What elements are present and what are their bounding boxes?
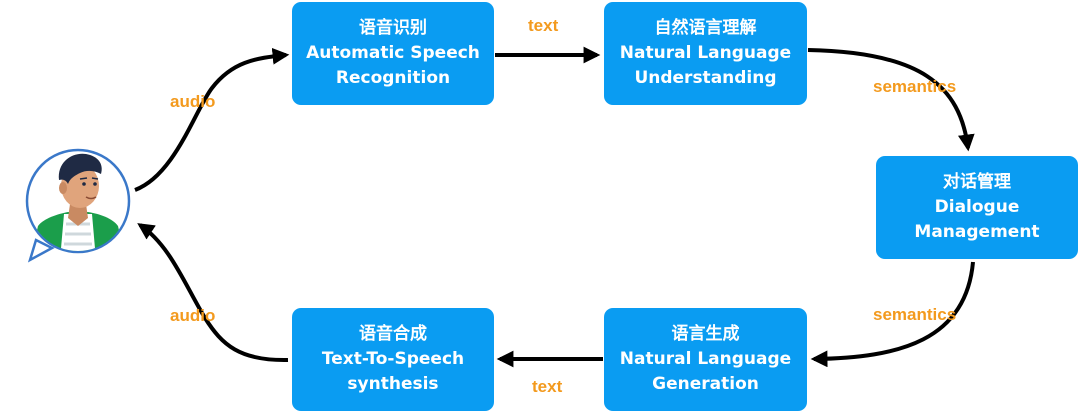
label-semantics-bottom: semantics — [873, 305, 956, 325]
nlg-title-en-line2: Generation — [652, 372, 759, 397]
dm-title-zh: 对话管理 — [943, 170, 1011, 195]
tts-title-en-line1: Text-To-Speech — [322, 347, 464, 372]
user-avatar-icon — [24, 148, 132, 264]
tts-title-zh: 语音合成 — [359, 322, 427, 347]
tts-title-en-line2: synthesis — [347, 372, 438, 397]
label-text-top: text — [528, 16, 558, 36]
nlu-title-en-line1: Natural Language — [620, 41, 791, 66]
nlu-title-en-line2: Understanding — [634, 66, 776, 91]
nlu-title-zh: 自然语言理解 — [655, 16, 757, 41]
arrow-audio-out — [140, 225, 288, 360]
dm-title-en-line1: Dialogue — [935, 195, 1020, 220]
dm-box: 对话管理 Dialogue Management — [876, 156, 1078, 259]
nlu-box: 自然语言理解 Natural Language Understanding — [604, 2, 807, 105]
asr-title-zh: 语音识别 — [359, 16, 427, 41]
dm-title-en-line2: Management — [914, 220, 1039, 245]
asr-title-en-line1: Automatic Speech — [306, 41, 480, 66]
label-audio-out: audio — [170, 306, 215, 326]
nlg-title-zh: 语言生成 — [672, 322, 740, 347]
label-semantics-top: semantics — [873, 77, 956, 97]
arrow-semantics-top — [808, 50, 968, 148]
label-text-bottom: text — [532, 377, 562, 397]
nlg-title-en-line1: Natural Language — [620, 347, 791, 372]
arrow-audio-in — [135, 55, 286, 190]
tts-box: 语音合成 Text-To-Speech synthesis — [292, 308, 494, 411]
asr-title-en-line2: Recognition — [336, 66, 450, 91]
label-audio-in: audio — [170, 92, 215, 112]
asr-box: 语音识别 Automatic Speech Recognition — [292, 2, 494, 105]
nlg-box: 语言生成 Natural Language Generation — [604, 308, 807, 411]
